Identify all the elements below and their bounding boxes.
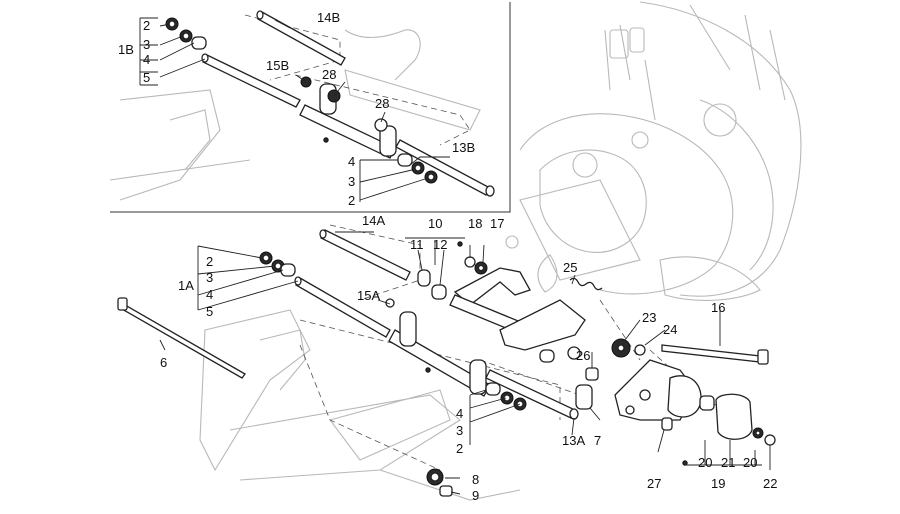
callout-24: 24 — [663, 322, 677, 337]
callout-7: 7 — [594, 433, 601, 448]
callout-22: 22 — [763, 476, 777, 491]
callout-5: 5 — [143, 70, 150, 85]
callout-23: 23 — [642, 310, 656, 325]
callout-28: 28 — [322, 67, 336, 82]
callout-labels: 2 3 4 5 1B 14B 15B 28 28 13B 4 3 2 14A 1… — [118, 10, 777, 503]
callout-15a: 15A — [357, 288, 380, 303]
callout-11: 11 — [410, 237, 424, 252]
callout-18: 18 — [468, 216, 482, 231]
callout-20: 20 — [698, 455, 712, 470]
callout-19: 19 — [711, 476, 725, 491]
leader-lines — [139, 17, 771, 495]
callout-20-second: 20 — [743, 455, 757, 470]
callout-1a: 1A — [178, 278, 194, 293]
callout-2-a1: 2 — [206, 254, 213, 269]
callout-3: 3 — [143, 37, 150, 52]
callout-6: 6 — [160, 355, 167, 370]
callout-25: 25 — [563, 260, 577, 275]
callout-27: 27 — [647, 476, 661, 491]
callout-9: 9 — [472, 488, 479, 503]
callout-3-a2: 3 — [456, 423, 463, 438]
callout-13a: 13A — [562, 433, 585, 448]
inset-frame — [110, 2, 511, 213]
parts-group-a — [117, 229, 776, 497]
callout-2-b2: 2 — [348, 193, 355, 208]
callout-16: 16 — [711, 300, 725, 315]
callout-12: 12 — [433, 237, 447, 252]
callout-4-a1: 4 — [206, 287, 213, 302]
callout-2: 2 — [143, 18, 150, 33]
callout-15b: 15B — [266, 58, 289, 73]
callout-13b: 13B — [452, 140, 475, 155]
frame-line-art — [109, 29, 521, 501]
callout-3-b2: 3 — [348, 174, 355, 189]
callout-8: 8 — [472, 472, 479, 487]
callout-4-b2: 4 — [348, 154, 355, 169]
callout-1b: 1B — [118, 42, 134, 57]
callout-26: 26 — [576, 348, 590, 363]
callout-3-a1: 3 — [206, 270, 213, 285]
parts-group-b — [165, 10, 495, 197]
callout-2-a2: 2 — [456, 441, 463, 456]
callout-28-second: 28 — [375, 96, 389, 111]
callout-14a: 14A — [362, 213, 385, 228]
callout-17: 17 — [490, 216, 504, 231]
engine-line-art — [505, 1, 802, 301]
callout-14b: 14B — [317, 10, 340, 25]
callout-5-a1: 5 — [206, 304, 213, 319]
callout-4-a2: 4 — [456, 406, 463, 421]
callout-10: 10 — [428, 216, 442, 231]
callout-21: 21 — [721, 455, 735, 470]
callout-4: 4 — [143, 52, 150, 67]
